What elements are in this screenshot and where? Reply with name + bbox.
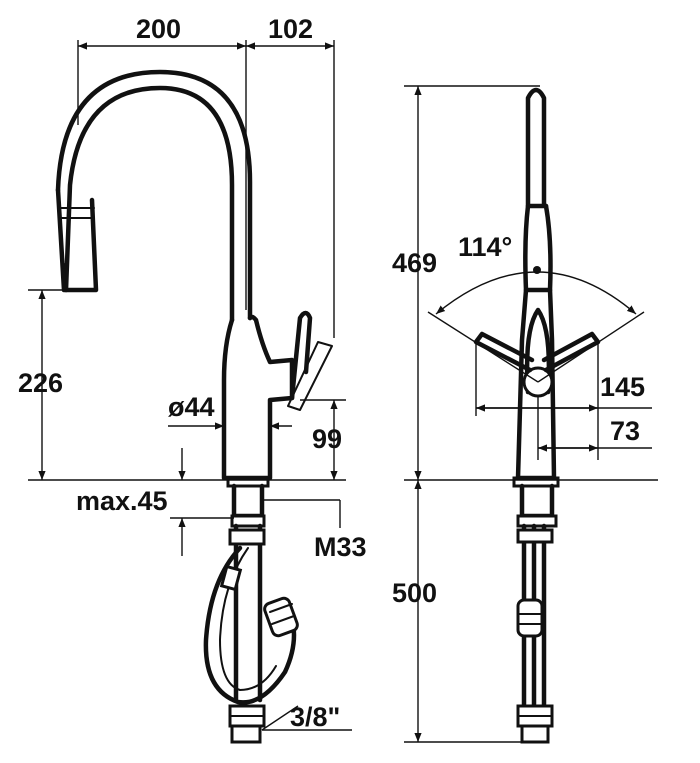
front-view — [55, 69, 333, 744]
dim-diameter-44-label: ø44 — [168, 392, 215, 422]
connector-nut — [228, 528, 266, 546]
dim-469-label: 469 — [392, 248, 437, 278]
lever-handle — [289, 310, 313, 401]
side-view — [473, 87, 601, 744]
side-spray-head — [525, 87, 547, 208]
dim-500-label: 500 — [392, 578, 437, 608]
hose-weight — [263, 596, 299, 638]
side-hose-weight — [516, 598, 544, 638]
lever-swing-left — [473, 331, 535, 373]
dim-145-label: 145 — [600, 372, 645, 402]
dim-73-label: 73 — [610, 416, 640, 446]
spray-head — [55, 187, 99, 293]
dim-max-45-label: max.45 — [76, 486, 168, 516]
faucet-body — [221, 314, 295, 481]
spout-inner — [55, 69, 253, 321]
dim-102-label: 102 — [268, 14, 313, 44]
dim-200-label: 200 — [136, 14, 181, 44]
angle-114-label: 114° — [458, 232, 512, 262]
base-washer — [226, 476, 270, 488]
mounting-shank — [231, 483, 265, 519]
spout-outer — [63, 85, 235, 323]
thread-m33-label: M33 — [314, 532, 367, 562]
dim-226-label: 226 — [18, 368, 63, 398]
front-dimensions: 200 102 226 ø44 99 max.45 M33 3/8" — [18, 14, 367, 732]
lever-outline — [287, 341, 333, 411]
hose-3-8-label: 3/8" — [290, 702, 340, 732]
dim-99-label: 99 — [312, 424, 342, 454]
pull-out-hose-loop — [203, 545, 297, 705]
lever-swing-right — [541, 331, 601, 373]
side-dimensions: 469 500 114° 145 73 — [392, 85, 658, 743]
